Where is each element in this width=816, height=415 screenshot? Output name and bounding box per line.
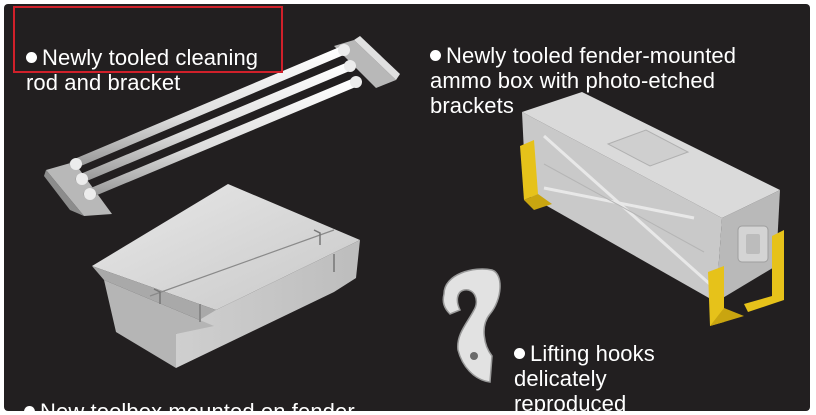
caption-cleaning-rod-text: Newly tooled cleaning rod and bracket — [26, 45, 259, 95]
bullet-icon — [24, 406, 35, 411]
caption-cleaning-rod: Newly tooled cleaning rod and bracket — [26, 20, 258, 95]
bullet-icon — [514, 348, 525, 359]
caption-lifting-hooks: Lifting hooks delicately reproduced — [514, 316, 655, 411]
caption-toolbox: New toolbox mounted on fender — [24, 374, 355, 411]
caption-ammo-box-text: Newly tooled fender-mounted ammo box wit… — [430, 43, 737, 118]
lifting-hook-model — [442, 268, 501, 383]
caption-lifting-hooks-text: Lifting hooks delicately reproduced — [514, 341, 655, 411]
model-parts-illustration — [44, 36, 784, 383]
caption-ammo-box: Newly tooled fender-mounted ammo box wit… — [430, 18, 736, 118]
caption-toolbox-text: New toolbox mounted on fender — [40, 399, 355, 411]
bullet-icon — [430, 50, 441, 61]
ammo-box-model — [520, 92, 784, 326]
product-feature-panel: Newly tooled cleaning rod and bracket Ne… — [4, 4, 810, 411]
cleaning-rod-model — [44, 36, 400, 216]
highlight-frame — [13, 6, 283, 73]
bullet-icon — [26, 52, 37, 63]
toolbox-model — [92, 184, 360, 368]
